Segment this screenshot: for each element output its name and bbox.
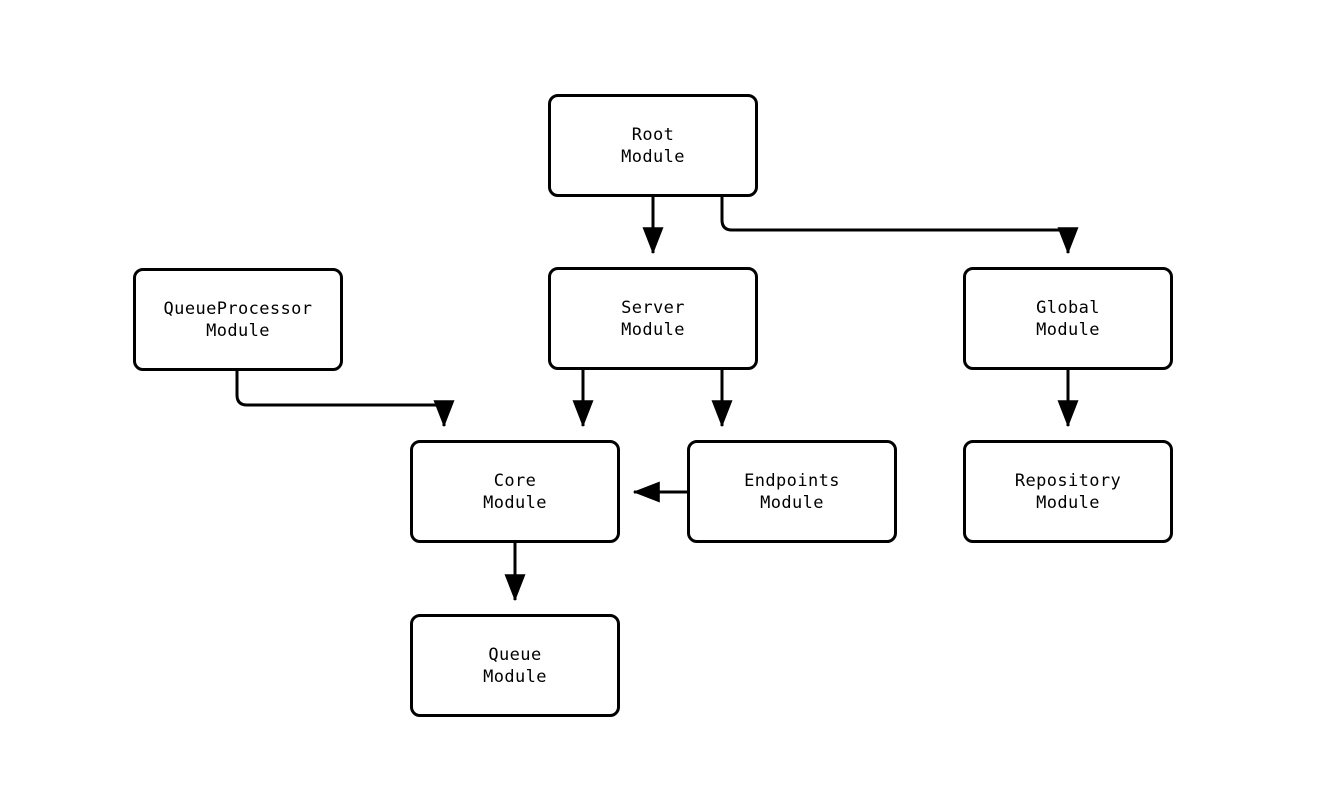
node-endpoints-module-suffix: Module — [760, 492, 824, 513]
node-core-module-suffix: Module — [483, 492, 547, 513]
node-root-module[interactable]: Root Module — [548, 94, 758, 197]
node-core-module-name: Core — [493, 470, 537, 491]
node-endpoints-module[interactable]: Endpoints Module — [687, 440, 897, 543]
node-repository-module-name: Repository — [1014, 470, 1122, 491]
node-global-module-suffix: Module — [1036, 319, 1100, 340]
node-server-module-suffix: Module — [621, 319, 685, 340]
node-root-module-name: Root — [631, 124, 675, 145]
node-root-module-suffix: Module — [621, 146, 685, 167]
node-queue-module-name: Queue — [488, 644, 542, 665]
node-queue-module-suffix: Module — [483, 666, 547, 687]
node-global-module-name: Global — [1036, 297, 1100, 318]
node-endpoints-module-name: Endpoints — [744, 470, 840, 491]
node-queueprocessor-module-suffix: Module — [206, 320, 270, 341]
node-core-module[interactable]: Core Module — [410, 440, 620, 543]
node-server-module[interactable]: Server Module — [548, 267, 758, 370]
node-queueprocessor-module-name: QueueProcessor — [163, 298, 313, 319]
node-global-module[interactable]: Global Module — [963, 267, 1173, 370]
edge-root-to-global — [720, 197, 1079, 255]
node-repository-module-suffix: Module — [1036, 492, 1100, 513]
edge-queueprocessor-to-core — [235, 371, 455, 428]
node-queueprocessor-module[interactable]: QueueProcessor Module — [133, 268, 343, 371]
node-server-module-name: Server — [621, 297, 685, 318]
node-queue-module[interactable]: Queue Module — [410, 614, 620, 717]
node-repository-module[interactable]: Repository Module — [963, 440, 1173, 543]
